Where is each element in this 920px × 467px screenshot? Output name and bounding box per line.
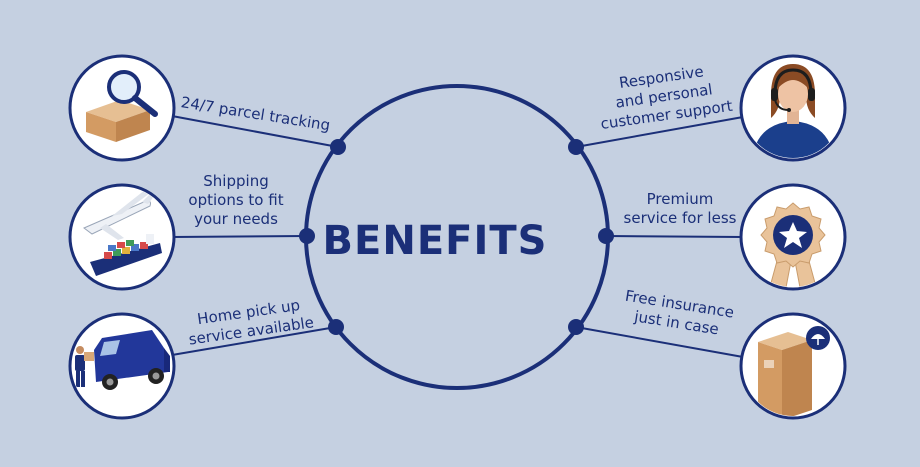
dot-support [568, 139, 584, 155]
label-shipping: Shipping options to fit your needs [184, 172, 288, 229]
connector-support [575, 116, 744, 148]
label-line: options to fit [188, 191, 284, 209]
connector-insurance [575, 326, 744, 358]
dot-tracking [330, 139, 346, 155]
connector-pickup [171, 326, 337, 356]
connector-shipping [171, 235, 308, 238]
dot-insurance [568, 319, 584, 335]
delivery-van-icon [75, 330, 170, 390]
dot-shipping [299, 228, 315, 244]
parcel-magnifier-icon [86, 70, 158, 158]
label-line: Shipping [203, 172, 269, 190]
connector-tracking [171, 115, 339, 148]
star-rosette-icon [760, 202, 826, 287]
label-line: service for less [623, 209, 737, 227]
label-line: your needs [194, 210, 278, 228]
connector-premium [605, 235, 744, 238]
dot-premium [598, 228, 614, 244]
plane-and-ship-icon [83, 187, 162, 276]
dot-pickup [328, 319, 344, 335]
support-agent-icon [752, 64, 834, 158]
insured-box-icon [758, 326, 830, 416]
center-title: BENEFITS [322, 218, 548, 264]
label-line: Premium [646, 190, 714, 208]
label-premium: Premium service for less [618, 190, 742, 228]
